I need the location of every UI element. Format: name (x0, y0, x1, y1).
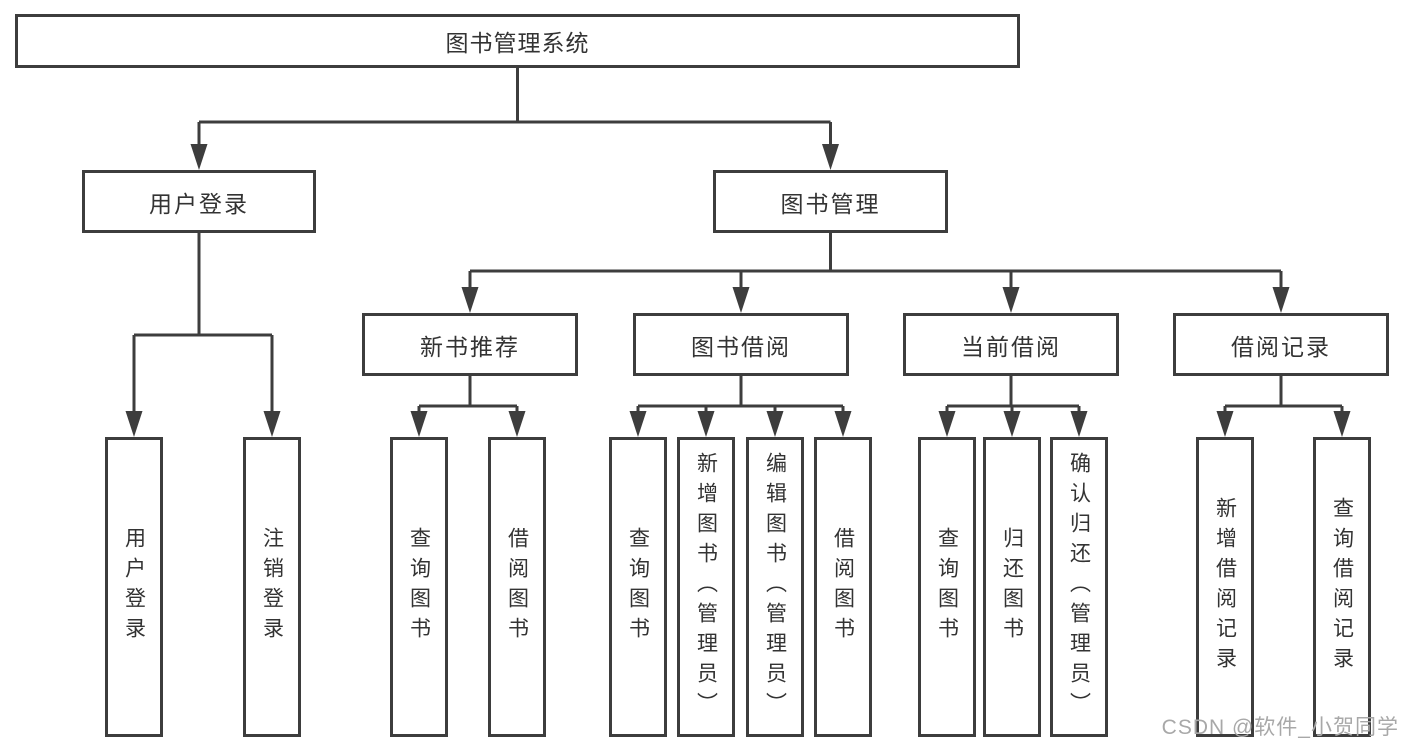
leaf-label: 查询图书 (407, 527, 431, 647)
leaf-confirm-return-admin: 确认归还（管理员） (1050, 437, 1108, 737)
connector-new-book-recommend-to-leaves (410, 376, 526, 437)
leaf-label: 注销登录 (260, 527, 284, 647)
node-borrow-record: 借阅记录 (1173, 313, 1389, 376)
leaf-add-book-admin: 新增图书（管理员） (677, 437, 735, 737)
leaf-query-borrow-record: 查询借阅记录 (1313, 437, 1371, 737)
node-book-management: 图书管理 (713, 170, 948, 233)
connector-borrow-record-to-leaves (1216, 376, 1351, 437)
leaf-label: 编辑图书（管理员） (763, 452, 787, 722)
leaf-label: 新增图书（管理员） (694, 452, 718, 722)
leaf-label: 借阅图书 (831, 527, 855, 647)
leaf-borrow-query-book: 查询图书 (609, 437, 667, 737)
leaf-label: 归还图书 (1000, 527, 1024, 647)
leaf-return-book: 归还图书 (983, 437, 1041, 737)
leaf-recommend-borrow-book: 借阅图书 (488, 437, 546, 737)
leaf-label: 新增借阅记录 (1213, 497, 1237, 677)
node-library-management-system: 图书管理系统 (15, 14, 1020, 68)
leaf-borrow-book: 借阅图书 (814, 437, 872, 737)
csdn-watermark: CSDN @软件_小贺同学 (1161, 716, 1399, 739)
node-new-book-recommend: 新书推荐 (362, 313, 578, 376)
leaf-label: 确认归还（管理员） (1067, 452, 1091, 722)
leaf-logout: 注销登录 (243, 437, 301, 737)
node-user-login: 用户登录 (82, 170, 316, 233)
leaf-label: 查询借阅记录 (1330, 497, 1354, 677)
leaf-label: 用户登录 (122, 527, 146, 647)
connector-user-login-to-leaves (125, 233, 281, 437)
leaf-recommend-query-book: 查询图书 (390, 437, 448, 737)
leaf-label: 借阅图书 (505, 527, 529, 647)
connector-book-borrow-to-leaves (629, 376, 852, 437)
leaf-user-login: 用户登录 (105, 437, 163, 737)
node-current-borrow: 当前借阅 (903, 313, 1119, 376)
leaf-label: 查询图书 (935, 527, 959, 647)
connector-current-borrow-to-leaves (938, 376, 1088, 437)
node-book-borrow: 图书借阅 (633, 313, 849, 376)
leaf-edit-book-admin: 编辑图书（管理员） (746, 437, 804, 737)
connector-book-management-to-level3 (461, 233, 1290, 313)
leaf-add-borrow-record: 新增借阅记录 (1196, 437, 1254, 737)
connector-root-to-level2 (190, 68, 839, 170)
leaf-label: 查询图书 (626, 527, 650, 647)
leaf-current-query-book: 查询图书 (918, 437, 976, 737)
